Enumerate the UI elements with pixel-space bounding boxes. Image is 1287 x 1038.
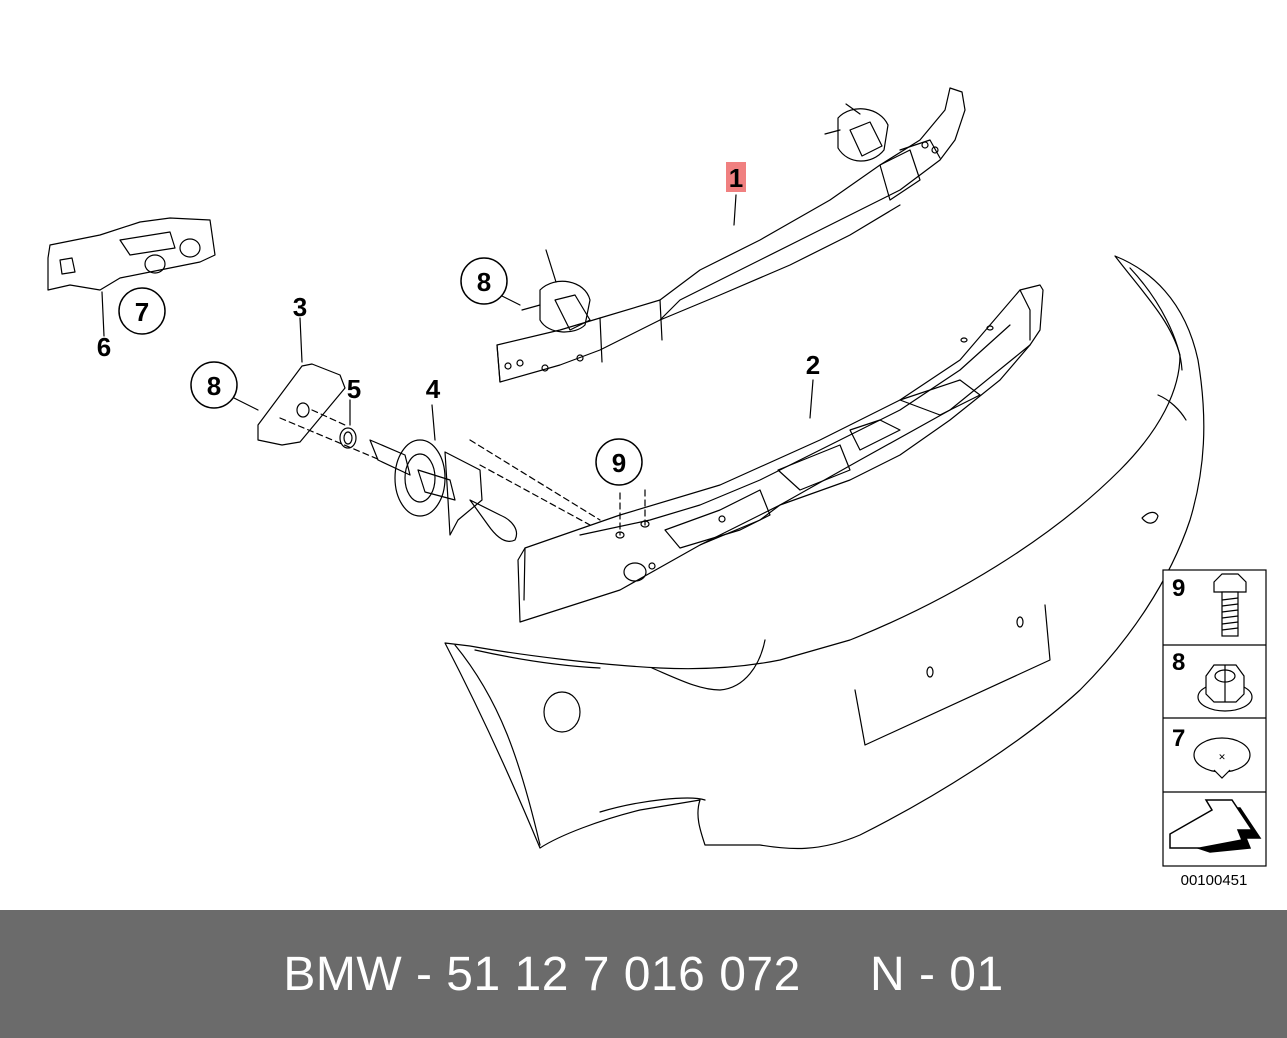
leader-1: [733, 194, 737, 226]
callout-7[interactable]: 7: [135, 297, 149, 327]
svg-text:✕: ✕: [1218, 752, 1226, 762]
assembly-lines: [279, 409, 646, 536]
towing-eye-part-4: [369, 404, 518, 542]
callout-1-highlight: [726, 162, 746, 192]
callout-9-circle: [595, 438, 643, 486]
clip-icon: ✕: [1193, 737, 1251, 779]
bolt-icon: [1213, 573, 1247, 637]
legend-item-7: 7: [1172, 725, 1185, 752]
footer-bar: BMW - 51 12 7 016 072 N - 01: [0, 910, 1287, 1038]
callout-5[interactable]: 5: [347, 374, 361, 404]
callout-3[interactable]: 3: [293, 292, 307, 322]
callout-6[interactable]: 6: [97, 332, 111, 362]
callout-8a-circle: [460, 257, 508, 305]
parts-diagram: 1 2 3 4 5 6 7 8 8 9 9 8 7 ✕: [47, 87, 1267, 889]
reinforcement-beam: [517, 284, 1044, 623]
callout-8b[interactable]: 8: [207, 371, 221, 401]
callout-9[interactable]: 9: [612, 448, 626, 478]
callout-8b-circle: [190, 361, 238, 409]
legend-item-8: 8: [1172, 649, 1185, 676]
legend-item-9: 9: [1172, 575, 1185, 602]
bumper-cover: [444, 255, 1205, 850]
callout-1[interactable]: 1: [729, 163, 743, 193]
callout-8a[interactable]: 8: [477, 267, 491, 297]
diagram-drawing: 1 2 3 4 5 6 7 8 8 9 9 8 7 ✕: [47, 87, 1267, 889]
bumper-carrier: [496, 87, 966, 383]
part-number-caption: BMW - 51 12 7 016 072 N - 01: [283, 947, 1004, 1001]
ring-part-5: [339, 399, 357, 449]
bracket-part-6: [47, 217, 216, 337]
leader-8a: [499, 294, 521, 306]
doc-number: 00100451: [1181, 872, 1248, 889]
arrow-direction-icon: [1169, 799, 1262, 853]
nut-icon: [1197, 664, 1253, 712]
callout-4[interactable]: 4: [426, 374, 441, 404]
leader-2: [809, 379, 814, 419]
callout-7-circle: [118, 287, 166, 335]
callout-2[interactable]: 2: [806, 350, 820, 380]
plate-part-3: [233, 317, 346, 446]
